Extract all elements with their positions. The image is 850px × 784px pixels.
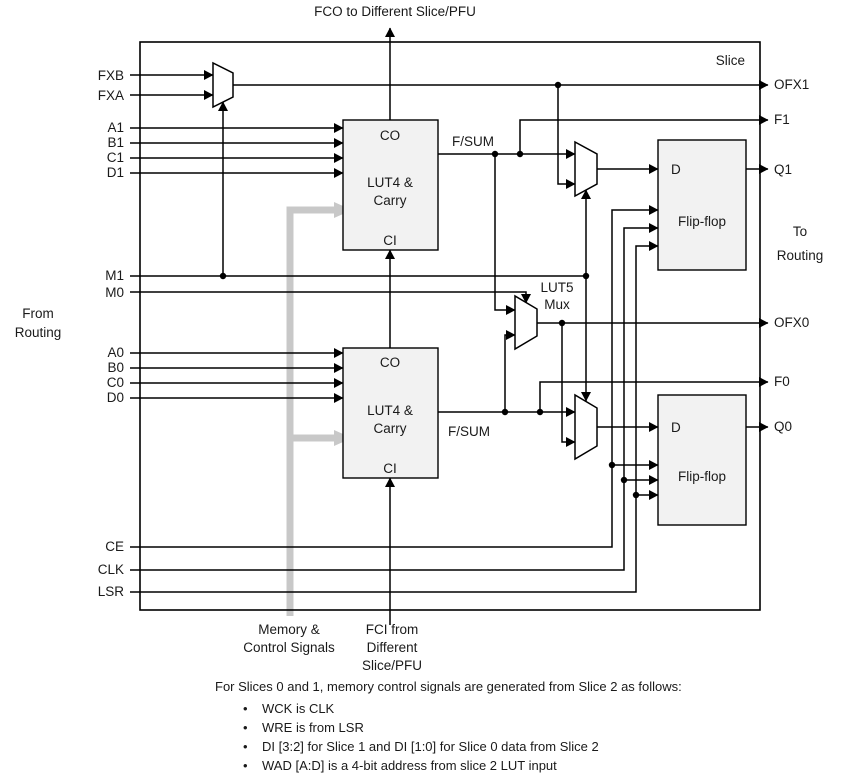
fci-label-line2: Different [367,640,418,655]
flipflop-bottom-block [657,394,747,526]
junction-dot [620,476,628,484]
label-ce: CE [105,539,124,554]
junction-dot [582,272,590,280]
junction-dot [558,319,566,327]
ff-bottom-d-label: D [671,420,681,435]
fsum-bottom-label: F/SUM [448,424,490,439]
lut-top-co-label: CO [380,128,400,143]
wire-lsr [130,241,659,593]
label-q1: Q1 [774,162,792,177]
lut-bottom-ci-label: CI [383,461,397,476]
label-m0: M0 [105,285,124,300]
label-f1: F1 [774,112,790,127]
lut-top-name-line1: LUT4 & [367,175,413,190]
label-lsr: LSR [98,584,125,599]
wire-clk [130,223,659,571]
wire-ofx0-to-muxbottom [561,323,576,447]
junction-dot [632,491,640,499]
label-d0: D0 [107,390,124,405]
flipflop-top-block [657,139,747,271]
memory-signals-label-line1: Memory & [258,622,320,637]
wire-f0 [539,377,769,412]
bullet-icon: • [243,758,248,773]
junction-dot [536,408,544,416]
memory-control-route [286,206,336,616]
label-d1: D1 [107,165,124,180]
lut-top-ci-label: CI [383,233,397,248]
label-clk: CLK [98,562,124,577]
label-ofx1: OFX1 [774,77,809,92]
from-routing-line1: From [22,306,54,321]
wire-ofx1-to-muxtop [557,85,576,189]
bullet-icon: • [243,720,248,735]
lut5-mux-label-line2: Mux [544,297,570,312]
to-routing-line2: Routing [777,248,824,263]
register-input-mux-top [574,140,598,198]
fci-label-line3: Slice/PFU [362,658,422,673]
note-bullet-2: WRE is from LSR [262,720,364,735]
bullet-icon: • [243,739,248,754]
slice-title: Slice [716,53,745,68]
lut5-mux [514,294,538,351]
label-fxb: FXB [98,68,124,83]
junction-dot [491,150,499,158]
notes-intro: For Slices 0 and 1, memory control signa… [215,679,682,694]
lut-top-name-line2: Carry [374,193,407,208]
wire-m0 [130,291,531,304]
note-bullet-1: WCK is CLK [262,701,335,716]
wire-ce [130,205,659,548]
label-b0: B0 [107,360,124,375]
label-a1: A1 [107,120,124,135]
junction-dot [554,81,562,89]
label-a0: A0 [107,345,124,360]
label-f0: F0 [774,374,790,389]
bullet-icon: • [243,701,248,716]
lut-bottom-name-line1: LUT4 & [367,403,413,418]
ff-top-d-label: D [671,162,681,177]
junction-dot [516,150,524,158]
label-c0: C0 [107,375,124,390]
junction-dot [608,461,616,469]
label-c1: C1 [107,150,124,165]
ff-top-name: Flip-flop [678,214,726,229]
label-m1: M1 [105,268,124,283]
register-input-mux-bottom [574,393,598,461]
lut4-carry-top-block [342,119,439,251]
from-routing-line2: Routing [15,325,62,340]
lut-bottom-name-line2: Carry [374,421,407,436]
junction-dot [501,408,509,416]
wire-f1 [519,115,769,154]
wire-lut5mux-in1 [494,154,516,315]
fsum-top-label: F/SUM [452,134,494,149]
memory-signals-label-line2: Control Signals [243,640,335,655]
lut5-mux-label-line1: LUT5 [540,280,573,295]
label-ofx0: OFX0 [774,315,809,330]
note-bullet-3: DI [3:2] for Slice 1 and DI [1:0] for Sl… [262,739,599,754]
label-b1: B1 [107,135,124,150]
fci-label-line1: FCI from [366,622,419,637]
junction-dot [219,272,227,280]
fco-label: FCO to Different Slice/PFU [314,4,476,19]
wire-lut5mux-in2 [504,330,516,412]
label-q0: Q0 [774,419,792,434]
to-routing-line1: To [793,224,807,239]
label-fxa: FXA [98,88,124,103]
fx-mux [212,61,234,109]
lut-bottom-co-label: CO [380,355,400,370]
ff-bottom-name: Flip-flop [678,469,726,484]
note-bullet-4: WAD [A:D] is a 4-bit address from slice … [262,758,557,773]
